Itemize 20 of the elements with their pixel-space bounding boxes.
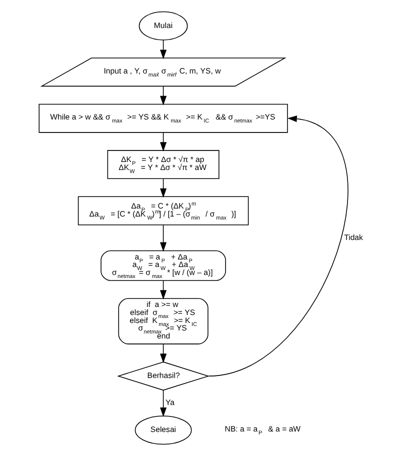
node-ellipse: Mulai [138, 11, 188, 40]
edge-label: Ya [164, 398, 174, 408]
node-box: While a > w && σ$_{max}$ >= YS && K$_{max}$ >= K$_{IC}$ && σ$_{netmax}$ >=YS [38, 104, 288, 133]
node-box: ΔK$_{P}$ = Y * Δσ * √π * ap ΔK$_{W}$ = Y * Δσ * √π * aW [106, 150, 219, 180]
arrow [160, 40, 166, 60]
arrow [160, 280, 166, 300]
arrow [160, 344, 166, 364]
node-box: Δa$_{P}$ = C * (ΔK$_{P}$)$^{m}$ Δa$_{W}$ = [C * (ΔK$_{W}$)$^{m}$] / [1 – (σ$_{min}$ / σ$_{max}$ )] [77, 196, 248, 226]
arrow [160, 132, 166, 152]
edge-label: Tidak [344, 232, 362, 242]
label: NB: a = a$_{P}$ & a = aW [224, 424, 300, 436]
arrow [160, 224, 166, 252]
arrow [160, 178, 166, 198]
arrow [160, 86, 166, 106]
node-diamond: Berhasil? [116, 362, 210, 391]
node-box: if a >= w elseif σ$_{max}$ >= YS elseif K$_{max}$ >= K$_{IC}$ σ$_{netmax}$ >= YS end [118, 298, 208, 344]
node-box: a$_{P}$ = a$_{P}$ + Δa$_{P}$ a$_{W}$ = a$_{W}$ + Δa$_{W}$ σ$_{netmax}$ = σ$_{max}$ * [w / (w – a)] [100, 250, 226, 281]
node-ellipse: Selesai [134, 416, 192, 445]
arrow [208, 115, 348, 376]
arrow [160, 390, 166, 417]
